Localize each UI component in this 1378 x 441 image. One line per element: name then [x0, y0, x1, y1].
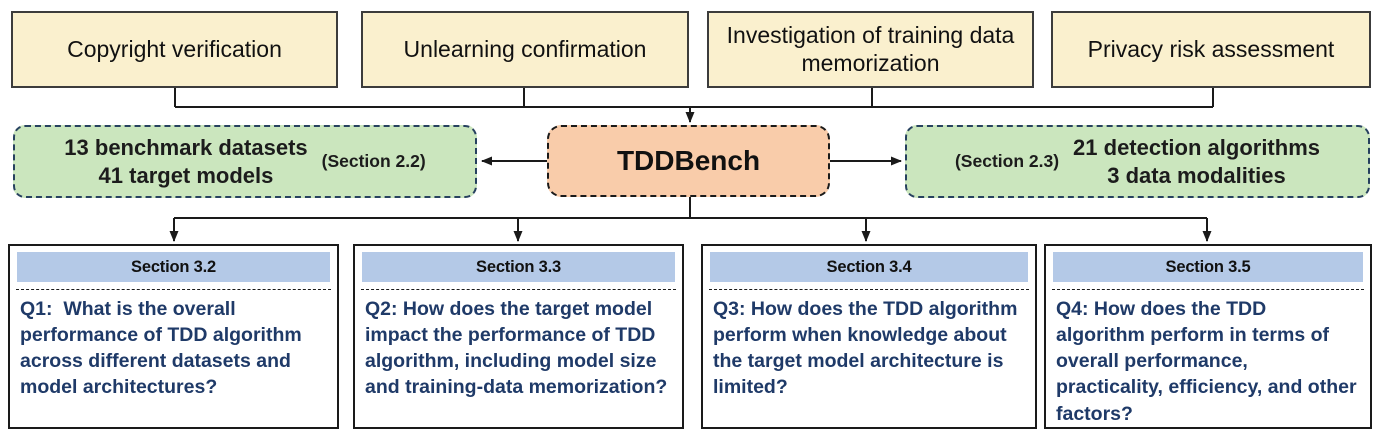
section-3-2-header: Section 3.2: [17, 252, 330, 282]
header-divider: [16, 282, 331, 290]
application-box-privacy-risk-assessment: Privacy risk assessment: [1051, 11, 1371, 88]
header-divider: [361, 282, 676, 290]
application-label: Copyright verification: [67, 35, 282, 62]
question-box-q4: Section 3.5 Q4: How does the TDD algorit…: [1044, 244, 1372, 429]
application-box-unlearning-confirmation: Unlearning confirmation: [361, 11, 689, 88]
tddbench-title: TDDBench: [616, 145, 761, 176]
header-divider: [709, 282, 1029, 290]
application-box-training-data-memorization: Investigation of training data memorizat…: [707, 11, 1034, 88]
datasets-models-text: 13 benchmark datasets 41 target models: [64, 134, 307, 189]
algorithms-modalities-text: 21 detection algorithms 3 data modalitie…: [1073, 134, 1320, 189]
bottom-connector-trunk: [174, 196, 1207, 219]
header-divider: [1052, 282, 1364, 290]
algorithms-count: 21 detection algorithms: [1073, 135, 1320, 160]
section-2-2-label: (Section 2.2): [321, 151, 426, 171]
tddbench-center-box: TDDBench: [547, 125, 830, 197]
section-3-5-header: Section 3.5: [1053, 252, 1363, 282]
application-label: Investigation of training data memorizat…: [726, 22, 1015, 76]
question-box-q2: Section 3.3 Q2: How does the target mode…: [353, 244, 684, 429]
section-3-4-header: Section 3.4: [710, 252, 1028, 282]
top-connector-trunk: [174, 88, 1214, 108]
modalities-count: 3 data modalities: [1107, 162, 1286, 188]
question-q3-text: Q3: How does the TDD algorithm perform w…: [713, 298, 1023, 399]
question-q4-text: Q4: How does the TDD algorithm perform i…: [1056, 298, 1362, 425]
algorithms-modalities-box: (Section 2.3) 21 detection algorithms 3 …: [905, 125, 1370, 198]
datasets-models-box: 13 benchmark datasets 41 target models (…: [13, 125, 477, 198]
question-q1-text: Q1: What is the overall performance of T…: [20, 298, 308, 399]
question-box-q3: Section 3.4 Q3: How does the TDD algorit…: [701, 244, 1037, 429]
application-box-copyright-verification: Copyright verification: [11, 11, 338, 88]
section-3-3-header: Section 3.3: [362, 252, 675, 282]
application-label: Unlearning confirmation: [403, 35, 647, 62]
question-box-q1: Section 3.2 Q1: What is the overall perf…: [8, 244, 339, 429]
section-2-3-label: (Section 2.3): [954, 151, 1060, 171]
models-count: 41 target models: [98, 162, 274, 188]
question-q2-text: Q2: How does the target model impact the…: [365, 298, 668, 399]
application-label: Privacy risk assessment: [1087, 35, 1335, 62]
datasets-count: 13 benchmark datasets: [64, 135, 308, 160]
